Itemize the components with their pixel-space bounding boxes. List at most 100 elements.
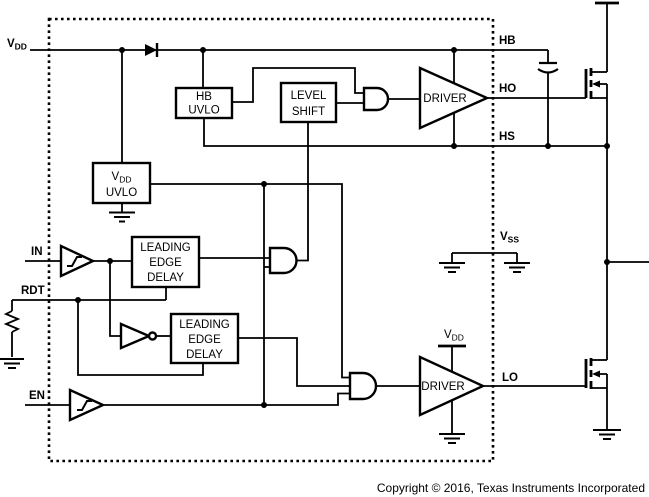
hb-uvlo-block: HB UVLO (174, 86, 234, 120)
driver-low-supply-label: VDD (444, 329, 464, 343)
led-low-label-1: LEADING (179, 319, 230, 331)
pin-label-vss: VSS (500, 231, 519, 245)
driver-high-label: DRIVER (423, 93, 466, 105)
en-buffer-out-wire (103, 392, 350, 406)
ground-driver-low (439, 433, 465, 444)
hb-uvlo-box (174, 86, 234, 120)
hb-uvlo-to-and-wire (232, 67, 364, 103)
level-shift-label-2: SHIFT (292, 106, 325, 118)
ground-rdt (0, 358, 24, 369)
pin-label-vdd: VDD (7, 38, 27, 52)
pin-label-hb: HB (499, 35, 516, 47)
leading-edge-delay-low-block: LEADING EDGE DELAY (169, 312, 240, 365)
pin-labels: VDD IN RDT EN HB HO HS VSS LO (7, 35, 519, 402)
ic-boundary (47, 17, 495, 463)
hysteresis-icon (77, 400, 92, 411)
bootstrap-diode (145, 43, 159, 57)
junction-dot (451, 143, 457, 149)
junction-dots (75, 47, 610, 408)
in-buffer-triangle (59, 244, 96, 278)
pin-label-rdt: RDT (21, 285, 45, 297)
junction-dot (200, 47, 206, 53)
led-high-label-2: EDGE (149, 257, 182, 269)
fet-body-arrow-icon (592, 370, 600, 378)
level-shift-block: LEVEL SHIFT (279, 81, 338, 124)
led-high-label-1: LEADING (140, 242, 191, 254)
ground-icon (439, 433, 465, 444)
ground-icon (109, 211, 135, 223)
vdd-uvlo-label-2: UVLO (106, 187, 137, 199)
vdd-uvlo-label-1: VDD (112, 171, 132, 185)
driver-high-triangle (418, 66, 490, 130)
resistor-icon (3, 310, 21, 333)
junction-dot (261, 402, 267, 408)
inverter (119, 322, 158, 350)
hs-line (203, 118, 607, 147)
rdt-line (12, 287, 167, 301)
led-high-box (130, 235, 201, 289)
in-to-inverter-branch (109, 261, 121, 337)
ground-icon (593, 429, 621, 440)
wires (11, 1, 649, 433)
and-high-out-to-level-shift (296, 122, 309, 262)
hb-uvlo-label-1: HB (196, 91, 212, 103)
junction-dot (604, 143, 610, 149)
vdd-uvlo-block: VDD UVLO (91, 161, 152, 205)
driver-low: DRIVER VDD (418, 329, 486, 417)
hb-uvlo-label-2: UVLO (188, 105, 219, 117)
vss-line (451, 252, 518, 262)
en-buffer-triangle (68, 388, 106, 422)
high-side-mosfet (584, 68, 608, 99)
bootstrap-capacitor (537, 61, 559, 74)
led-low-out-wire (238, 337, 350, 387)
hysteresis-icon (67, 256, 82, 267)
capacitor-bottom-plate (537, 68, 559, 74)
led-low-box (169, 312, 240, 365)
leading-edge-delay-high-block: LEADING EDGE DELAY (130, 235, 201, 289)
junction-dot (107, 258, 113, 264)
and-gate-low-body (348, 371, 378, 401)
pin-label-en: EN (29, 390, 45, 402)
vdd-uvlo-out-wire (150, 183, 350, 379)
and-gate-high-body (268, 246, 298, 275)
ground-vss-inner (439, 262, 465, 273)
pin-label-ho: HO (499, 83, 516, 95)
in-schmitt-buffer (59, 244, 96, 278)
junction-dot (451, 47, 457, 53)
rdt-to-led-low-branch (77, 300, 204, 376)
inverter-triangle (119, 322, 153, 350)
low-side-mosfet (584, 358, 608, 389)
rdt-resistor (3, 310, 21, 333)
ground-low-fet (593, 429, 621, 440)
led-high-label-3: DELAY (147, 272, 184, 284)
inverter-bubble-icon (147, 331, 158, 341)
ground-vss-outer (504, 262, 530, 273)
ground-icon (0, 358, 24, 369)
junction-dot (261, 181, 267, 187)
junction-dot (545, 143, 551, 149)
led-low-label-2: EDGE (188, 334, 221, 346)
diode-icon (145, 44, 157, 56)
ground-vdd-uvlo (109, 211, 135, 223)
vdd-uvlo-box (91, 161, 152, 205)
led-low-label-3: DELAY (186, 349, 223, 361)
and-gate-high (268, 246, 298, 275)
junction-dot (119, 47, 125, 53)
junction-dot (604, 259, 610, 265)
junction-dot (75, 297, 81, 303)
pin-label-lo: LO (502, 372, 518, 384)
and-gate-top (362, 86, 390, 112)
en-schmitt-buffer (68, 388, 106, 422)
pin-label-hs: HS (499, 131, 515, 143)
copyright-notice: Copyright © 2016, Texas Instruments Inco… (377, 481, 645, 495)
driver-high: DRIVER (418, 66, 490, 130)
fet-body-arrow-icon (592, 80, 600, 88)
ground-icon (504, 262, 530, 273)
driver-low-label: DRIVER (421, 381, 464, 393)
and-gate-top-body (362, 86, 390, 112)
and-gate-low (348, 371, 378, 401)
pin-label-in: IN (31, 246, 43, 258)
level-shift-box (279, 81, 338, 124)
